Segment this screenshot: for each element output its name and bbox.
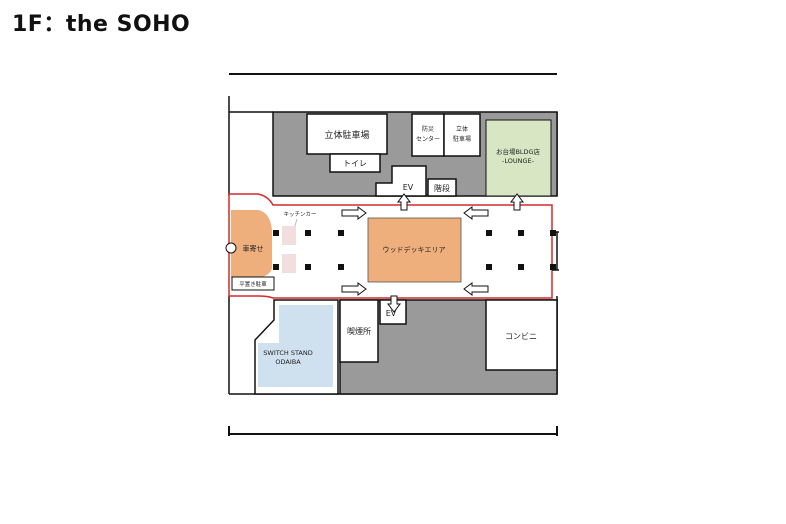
parking-small-label-2: 駐車場 [453,135,471,143]
pillars [273,230,556,270]
arrow-up-icon [397,193,411,211]
page-title: 1F：the SOHO [12,12,191,37]
pillar [305,230,311,236]
arrow-down-icon [387,295,401,313]
arrow-up-icon [510,193,524,211]
stairs-room [427,178,457,197]
disaster-center-label-2: センター [416,135,440,143]
toilet-room [329,153,381,173]
stairs-label: 階段 [434,183,450,193]
parking-garage-label: 立体駐車場 [324,129,369,141]
arrow-left-icon [463,282,489,296]
convenience-store-room [485,299,558,371]
ev-top-room [375,165,427,197]
arrow-right-icon [341,282,367,296]
parking-small-room [443,113,481,157]
parking-small-label-1: 立体 [456,125,468,133]
pillar [338,230,344,236]
pillar [305,264,311,270]
switch-stand-fill-left [258,343,279,387]
switch-stand-label-2: ODAIBA [275,358,301,366]
flat-parking-box [231,276,275,291]
kitchen-car-label: キッチンカー [283,211,316,218]
ev-bottom-label: EV [386,309,397,318]
pillar [273,230,279,236]
convenience-store-label: コンビニ [505,332,537,341]
car-shelter-area [231,210,272,278]
lounge-label-1: お台場BLDG店 [496,147,541,156]
lounge-label-2: -LOUNGE- [502,157,535,165]
car-shelter-marker [225,242,237,254]
car-shelter-label: 車寄せ [243,244,264,253]
ev-top-label: EV [403,183,414,192]
pillar [486,264,492,270]
arrow-right-icon [341,206,367,220]
switch-stand-label-1: SWITCH STAND [263,349,312,357]
kitchen-car-1 [282,226,296,245]
pillar [518,264,524,270]
toilet-label: トイレ [343,159,367,168]
disaster-center-label-1: 防災 [422,125,434,133]
flow-arrows [341,193,524,313]
pillar [338,264,344,270]
pillar [273,264,279,270]
arrow-left-icon [463,206,489,220]
wood-deck-area [367,217,462,283]
disaster-center-room [411,113,445,157]
pillar [518,230,524,236]
kitchen-car-2 [282,254,296,273]
pillar [550,230,556,236]
wood-deck-label: ウッドデッキエリア [383,245,446,254]
smoking-area-room [339,299,379,363]
switch-stand-fill [279,305,333,387]
pillar [486,230,492,236]
pillar [550,264,556,270]
smoking-area-label: 喫煙所 [347,326,371,336]
flat-parking-label: 平置き駐車 [239,280,267,288]
